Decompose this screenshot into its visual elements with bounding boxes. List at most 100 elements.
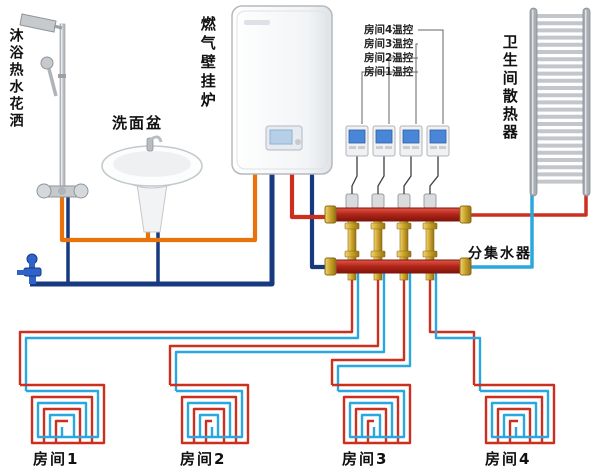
coil-room2-return	[176, 389, 244, 439]
manifold-supply-bar	[333, 207, 463, 222]
thermostat-wire	[377, 156, 385, 194]
basin-pedestal	[136, 183, 168, 233]
label-radiator: 卫生间散热器	[500, 34, 519, 142]
leader-line-room4	[418, 29, 444, 124]
boiler-body	[231, 5, 333, 175]
label-thermostat-room4: 房间4温控	[364, 24, 414, 36]
thermostat-button	[412, 146, 419, 149]
label-manifold: 分集水器	[468, 246, 532, 262]
thermostat-wires	[351, 156, 439, 194]
pipe-loop3-supply	[330, 273, 406, 385]
wash-basin	[101, 135, 203, 233]
label-thermostat-room2: 房间2温控	[364, 52, 414, 64]
thermostat-room3	[399, 125, 423, 157]
thermostats	[345, 125, 450, 157]
thermostat-label-lines	[361, 29, 444, 124]
gas-boiler	[231, 5, 333, 175]
boiler-logo	[244, 20, 270, 25]
label-shower: 沐浴热水花洒	[7, 28, 24, 130]
pipe-loop1-supply	[18, 273, 354, 385]
coil-room3-return	[338, 389, 406, 439]
coil-room4-return	[480, 389, 550, 439]
mixer-knob-left	[36, 183, 52, 199]
manifold-cap	[459, 205, 472, 224]
thermostat-wire	[403, 156, 412, 194]
shower-head	[19, 13, 57, 33]
coil-room3-supply	[332, 383, 412, 445]
label-room4: 房间4	[485, 450, 532, 468]
thermostat-room4	[426, 125, 450, 157]
pipe-radiator-supply	[462, 194, 588, 217]
thermostat-button	[376, 146, 383, 149]
coil-room1-return	[26, 389, 100, 439]
manifold-nut	[344, 222, 360, 230]
handheld-shower-head	[40, 56, 54, 70]
pipe-loop4-supply	[428, 273, 476, 385]
heating-pipes	[289, 170, 588, 269]
radiator-rungs	[533, 14, 590, 184]
leader-line-room1	[361, 71, 418, 124]
coil-room2-supply	[170, 383, 250, 445]
coil-room4-supply	[474, 383, 556, 445]
manifold-cap	[324, 257, 337, 276]
pipe-loop3-return	[336, 273, 412, 391]
thermostat-wire	[429, 156, 439, 194]
manifold-nut	[396, 222, 412, 230]
mixer-knob-right	[73, 183, 89, 199]
label-room3: 房间3	[342, 450, 389, 468]
manifold-valves	[344, 193, 438, 281]
pipe-loop1-return	[24, 273, 360, 391]
manifold-cap	[459, 257, 472, 276]
basin-faucet	[146, 137, 154, 152]
manifold-actuator	[371, 193, 385, 209]
manifold-nut	[422, 222, 438, 230]
manifold-return-bar	[333, 259, 463, 274]
towel-radiator	[529, 7, 591, 197]
label-room2: 房间2	[180, 450, 227, 468]
label-basin: 洗面盆	[112, 114, 164, 132]
manifold-actuator	[397, 193, 411, 209]
boiler-knob	[295, 139, 301, 145]
thermostat-button	[349, 146, 356, 149]
thermostat-wire	[351, 156, 358, 194]
thermostat-room1	[345, 125, 369, 157]
thermostat-button	[385, 146, 392, 149]
water-inlet-valve	[17, 253, 42, 284]
manifold-nut	[344, 250, 360, 258]
manifold-nut	[396, 250, 412, 258]
pipe-heating-supply-boiler	[289, 170, 336, 220]
thermostat-room2	[372, 125, 396, 157]
thermostat-button	[358, 146, 365, 149]
thermostat-screen	[402, 129, 420, 144]
thermostat-screen	[429, 129, 447, 144]
pipe-radiator-return	[462, 194, 534, 269]
boiler-screen	[269, 129, 293, 145]
manifold-actuator	[345, 193, 359, 209]
floor-loop-pipes	[18, 273, 556, 445]
pipe-cold-main	[30, 170, 275, 287]
label-boiler: 燃气壁挂炉	[198, 16, 217, 111]
manifold-nut	[370, 222, 386, 230]
pipe-hot-main	[59, 170, 258, 243]
manifold	[324, 193, 472, 281]
thermostat-button	[430, 146, 437, 149]
pipe-loop2-return	[174, 273, 386, 391]
label-room1: 房间1	[33, 450, 80, 468]
pipe-loop2-supply	[168, 273, 380, 385]
shower-fixture	[19, 13, 89, 199]
leader-line-room3	[415, 43, 418, 124]
leader-line-room2	[388, 57, 418, 124]
thermostat-screen	[348, 129, 366, 144]
coil-room1-supply	[20, 383, 106, 445]
manifold-nut	[370, 250, 386, 258]
thermostat-button	[439, 146, 446, 149]
thermostat-screen	[375, 129, 393, 144]
manifold-cap	[324, 205, 337, 224]
manifold-nut	[422, 250, 438, 258]
label-thermostat-room1: 房间1温控	[364, 66, 414, 78]
manifold-actuator	[423, 193, 437, 209]
pipe-loop4-return	[434, 273, 482, 391]
thermostat-button	[403, 146, 410, 149]
